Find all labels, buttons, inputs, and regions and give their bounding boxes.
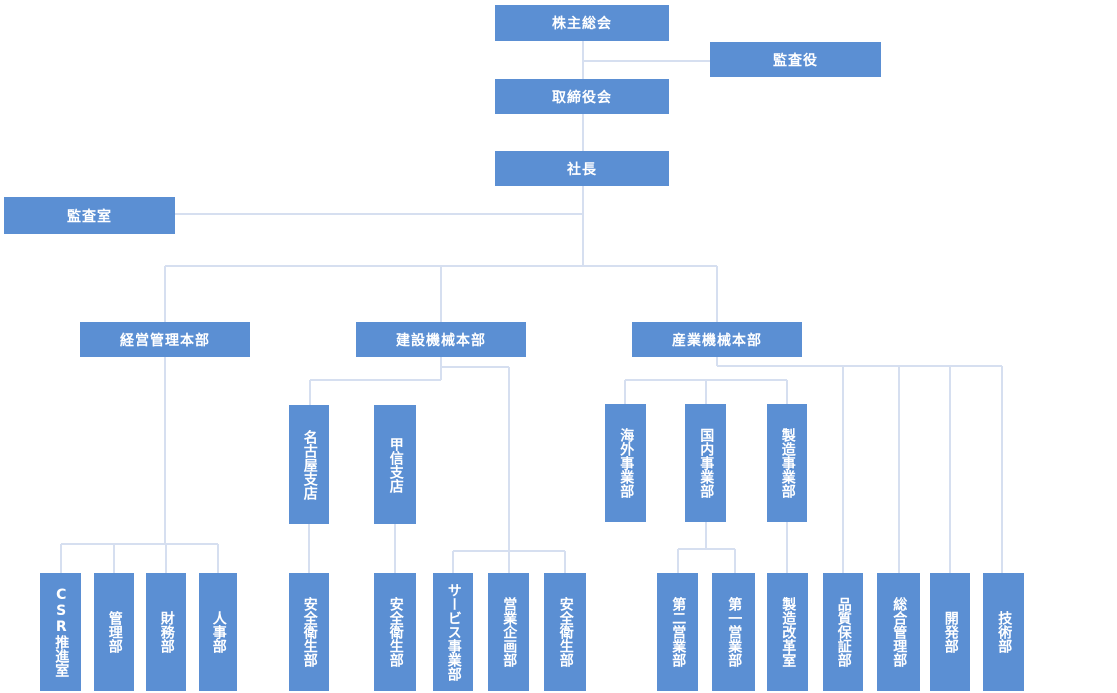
nagoya-safety-dept-box: 安全衛生部: [289, 573, 329, 691]
manufacturing-business-box: 製造事業部: [767, 404, 807, 522]
finance-dept-box: 財務部: [146, 573, 186, 691]
manufacturing-reform-office-box: 製造改革室: [767, 573, 808, 691]
development-dept-box: 開発部: [930, 573, 970, 691]
president-box: 社長: [495, 151, 669, 186]
safety-dept-box: 安全衛生部: [544, 573, 586, 691]
industrial-division-box: 産業機械本部: [632, 322, 802, 357]
sales-planning-dept-box: 営業企画部: [488, 573, 529, 691]
quality-assurance-dept-box: 品質保証部: [823, 573, 863, 691]
general-management-dept-box: 総合管理部: [877, 573, 920, 691]
construction-division-box: 建設機械本部: [356, 322, 526, 357]
koshin-branch-box: 甲信支店: [374, 405, 416, 524]
domestic-business-box: 国内事業部: [685, 404, 726, 522]
auditor-box: 監査役: [710, 42, 881, 77]
overseas-business-box: 海外事業部: [605, 404, 646, 522]
management-division-box: 経営管理本部: [80, 322, 250, 357]
koshin-safety-dept-box: 安全衛生部: [374, 573, 416, 691]
hr-dept-box: 人事部: [199, 573, 237, 691]
shareholders-meeting-box: 株主総会: [495, 5, 669, 41]
audit-office-box: 監査室: [4, 197, 175, 234]
service-business-box: サービス事業部: [433, 573, 473, 691]
first-sales-dept-box: 第一営業部: [712, 573, 755, 691]
administration-dept-box: 管理部: [94, 573, 134, 691]
csr-promotion-box: CSR推進室: [40, 573, 81, 691]
board-box: 取締役会: [495, 79, 669, 114]
technology-dept-box: 技術部: [983, 573, 1024, 691]
second-sales-dept-box: 第二営業部: [657, 573, 698, 691]
nagoya-branch-box: 名古屋支店: [289, 405, 329, 524]
